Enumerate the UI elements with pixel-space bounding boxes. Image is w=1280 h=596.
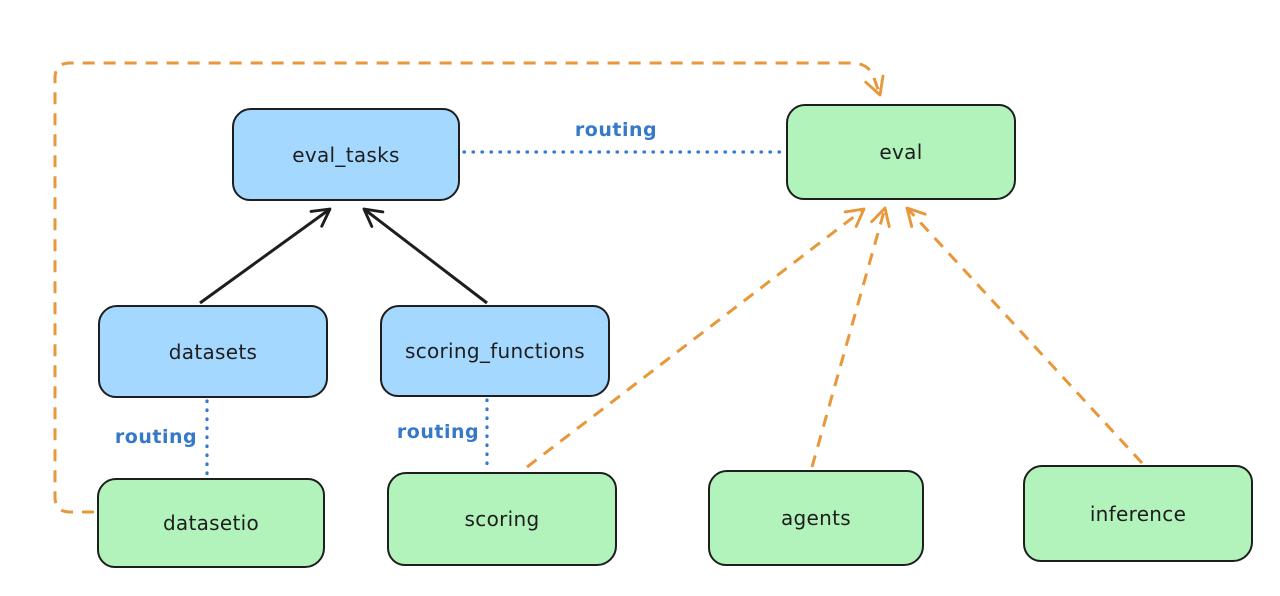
node-inference: inference [1023,465,1253,562]
routing-label-scoring-functions-scoring: routing [396,421,480,443]
edge-inference-to-eval [905,206,1144,465]
node-agents: agents [708,470,924,566]
routing-label-datasets-datasetio: routing [114,426,198,448]
node-datasets: datasets [98,305,328,398]
node-datasets-label: datasets [168,339,258,364]
node-agents-label: agents [781,506,851,530]
edge-agents-to-eval [810,206,891,468]
node-scoring: scoring [387,472,617,566]
edge-datasetio-to-eval [53,61,885,514]
node-inference-label: inference [1089,501,1187,526]
node-scoring-functions-label: scoring_functions [404,339,586,363]
routing-label-eval-tasks-eval: routing [574,119,658,141]
node-eval: eval [786,104,1016,200]
node-eval-tasks-label: eval_tasks [292,142,400,167]
edge-scoring-functions-to-eval-tasks [362,207,488,305]
node-eval-tasks: eval_tasks [232,108,460,201]
edge-datasets-to-eval-tasks [199,207,332,305]
node-scoring-label: scoring [464,507,540,531]
node-scoring-functions: scoring_functions [380,305,610,397]
node-datasetio: datasetio [97,478,325,568]
node-eval-label: eval [879,140,923,164]
edge-scoring-to-eval [526,207,866,469]
node-datasetio-label: datasetio [162,511,260,535]
